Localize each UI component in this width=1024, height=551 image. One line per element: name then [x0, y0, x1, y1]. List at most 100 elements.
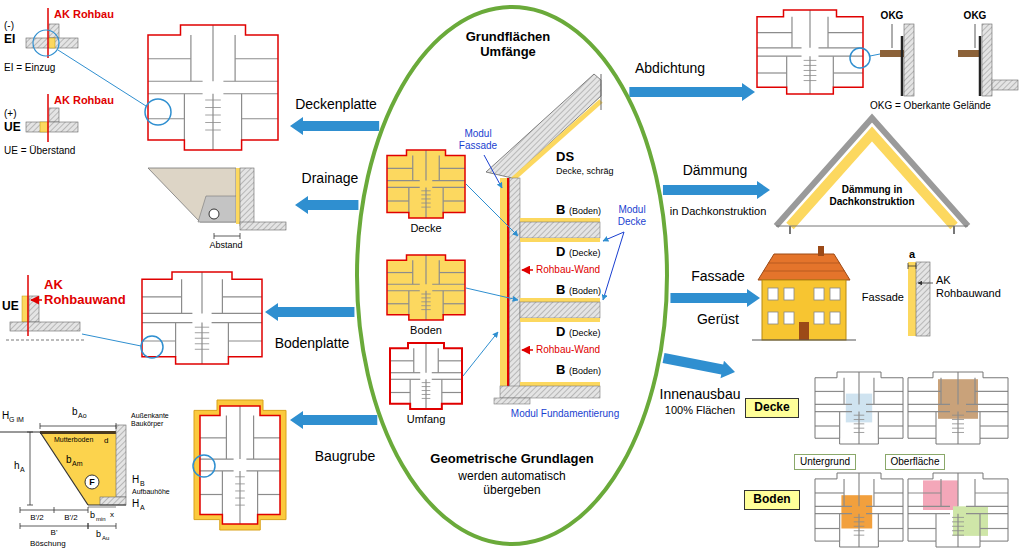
- plan-wall: [228, 340, 262, 341]
- plan-outline: [200, 406, 280, 524]
- stair-step: [235, 505, 245, 506]
- dimension-tick: [40, 423, 41, 429]
- node-label: OKG: [881, 10, 904, 22]
- stair-step: [205, 100, 221, 101]
- plan-wall: [242, 118, 278, 119]
- detail-panel: Dämmung in Dachkonstruktion: [770, 116, 975, 234]
- leader-line: [918, 283, 933, 284]
- plan-wall: [866, 506, 903, 507]
- stair-step: [195, 327, 209, 328]
- plan-wall: [815, 391, 844, 392]
- layer-box: Oberfläche: [885, 454, 946, 470]
- node-label: Außenkante Baukörper: [131, 412, 179, 428]
- dimension-tick: [214, 233, 215, 239]
- plan-wall: [254, 437, 280, 438]
- dimension-tick: [54, 507, 55, 513]
- plan-wall: [874, 391, 903, 392]
- shell-edge-line: [47, 94, 49, 142]
- roof-insulation: [790, 134, 954, 226]
- stair-step: [804, 70, 817, 71]
- plan-wall: [908, 528, 936, 529]
- floor-plan: [757, 10, 863, 94]
- layer-box: Untergrund: [794, 454, 856, 470]
- plan-wall: [757, 47, 802, 48]
- stair-step: [952, 419, 964, 420]
- floor-plan: [908, 372, 1008, 444]
- plan-wall: [387, 284, 420, 285]
- stair-step: [195, 343, 209, 344]
- area-symbol: [85, 475, 99, 489]
- node-label: Modul Fassade: [455, 128, 501, 151]
- plan-wall: [390, 360, 414, 361]
- node-label: Am: [72, 460, 83, 468]
- plan-wall: [957, 372, 958, 404]
- plan-outline: [815, 473, 903, 547]
- plan-wall: [258, 494, 280, 495]
- box-label: Decke: [754, 401, 789, 415]
- ceiling-line: [776, 226, 968, 227]
- stair-step: [804, 75, 817, 76]
- block-arrow: [663, 353, 735, 378]
- stair-step: [421, 301, 430, 302]
- plan-wall: [957, 473, 958, 506]
- ceiling-detail: [26, 8, 78, 142]
- node-label: Abstand: [209, 240, 242, 250]
- node-label: AK Rohbau: [54, 94, 114, 107]
- topsoil-strip: [40, 431, 116, 434]
- plan-footprint: [815, 372, 903, 444]
- plan-outline: [908, 372, 1008, 444]
- stair-step: [205, 122, 221, 123]
- node-label: EI: [4, 33, 15, 47]
- plan-wall: [200, 494, 222, 495]
- wall-section: [116, 425, 126, 497]
- category-box: Boden: [744, 490, 799, 510]
- plan-wall: [387, 200, 409, 201]
- block-arrow: [290, 411, 377, 429]
- node-label: min: [96, 516, 106, 523]
- plan-footprint: [390, 343, 462, 409]
- arrow-label: Baugrube: [315, 448, 376, 464]
- facade-layer: [908, 262, 916, 336]
- stair-step: [854, 419, 865, 420]
- plan-wall: [184, 94, 185, 140]
- node-label: AK Rohbauwand: [44, 278, 132, 308]
- pointer-arrow: [522, 269, 533, 271]
- tile-line: [768, 263, 840, 264]
- stair-step: [952, 423, 964, 424]
- plan-wall: [441, 379, 442, 403]
- leader-line: [603, 232, 624, 241]
- arrow-label: Fassade: [691, 268, 745, 284]
- plan-wall: [786, 56, 787, 87]
- window: [814, 288, 824, 300]
- plan-wall: [908, 492, 941, 493]
- stair-step: [854, 526, 865, 527]
- stair-step: [422, 382, 431, 383]
- plan-wall: [908, 425, 936, 426]
- floor-plan: [194, 400, 286, 530]
- wall-section: [916, 262, 930, 336]
- plan-wall: [818, 56, 863, 57]
- leader-line: [466, 184, 518, 236]
- node-label: H: [132, 474, 139, 486]
- block-arrow: [629, 83, 755, 101]
- plan-wall: [239, 471, 240, 524]
- node-label: Aufbauhöhe: [132, 488, 170, 496]
- plan-wall: [148, 118, 184, 119]
- dimension-tick: [20, 523, 21, 529]
- detail-panel: OKGOKGOKG = Oberkante Gelände: [755, 4, 1020, 116]
- plan-wall: [142, 296, 182, 297]
- plan-wall: [966, 404, 1008, 405]
- node-label: D: [556, 325, 565, 340]
- node-label: G iM: [9, 416, 24, 424]
- stair-step: [421, 207, 430, 208]
- insulation-strip: [40, 122, 48, 132]
- plan-wall: [757, 72, 787, 73]
- gable-line: [601, 74, 602, 110]
- block-arrow: [670, 289, 760, 307]
- dimension-tick: [116, 523, 117, 529]
- node-label: Modul Fundamentierung: [511, 408, 619, 420]
- stair-step: [804, 60, 817, 61]
- plan-wall: [410, 379, 411, 403]
- detail-panel: HG iMbAoMutterbodendAußenkante Baukörper…: [2, 388, 290, 549]
